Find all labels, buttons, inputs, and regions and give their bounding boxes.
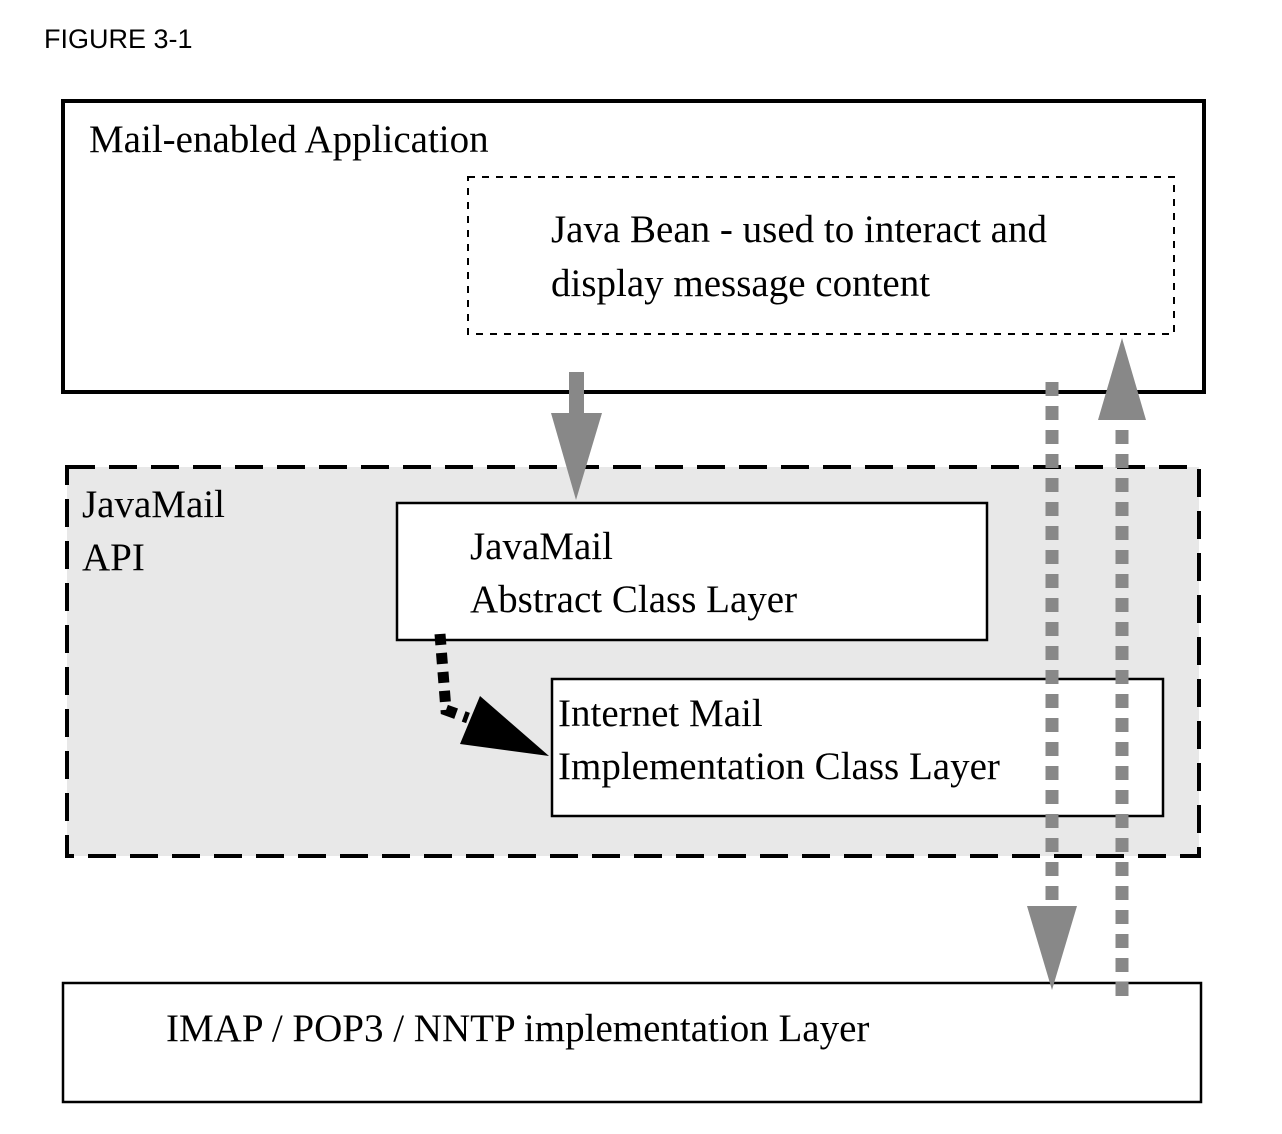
protocol-implementation-layer-box <box>61 981 1203 1104</box>
protocol-layer-label: IMAP / POP3 / NNTP implementation Layer <box>166 1007 870 1050</box>
mail-enabled-application-box <box>61 99 1206 394</box>
arrow-protocol-to-bean <box>1098 338 1146 996</box>
java-bean-box <box>467 176 1175 335</box>
abstract-class-layer-box <box>395 501 989 642</box>
arrow-app-to-protocol <box>1027 382 1077 990</box>
java-bean-text-line1: Java Bean - used to interact and <box>551 208 1047 251</box>
figure-label: FIGURE 3-1 <box>44 24 193 54</box>
internet-mail-implementation-box <box>550 677 1165 818</box>
arrow-abstract-to-internet <box>434 633 549 756</box>
internet-mail-line2: Implementation Class Layer <box>558 745 1000 788</box>
internet-mail-line1: Internet Mail <box>558 692 763 735</box>
abstract-layer-line2: Abstract Class Layer <box>470 578 798 621</box>
api-title-line1: JavaMail <box>82 483 225 526</box>
java-bean-text-line2: display message content <box>551 262 931 305</box>
abstract-layer-line1: JavaMail <box>470 525 613 568</box>
application-title: Mail-enabled Application <box>89 118 489 161</box>
api-title-line2: API <box>82 536 145 579</box>
arrow-app-to-abstract <box>551 372 602 500</box>
